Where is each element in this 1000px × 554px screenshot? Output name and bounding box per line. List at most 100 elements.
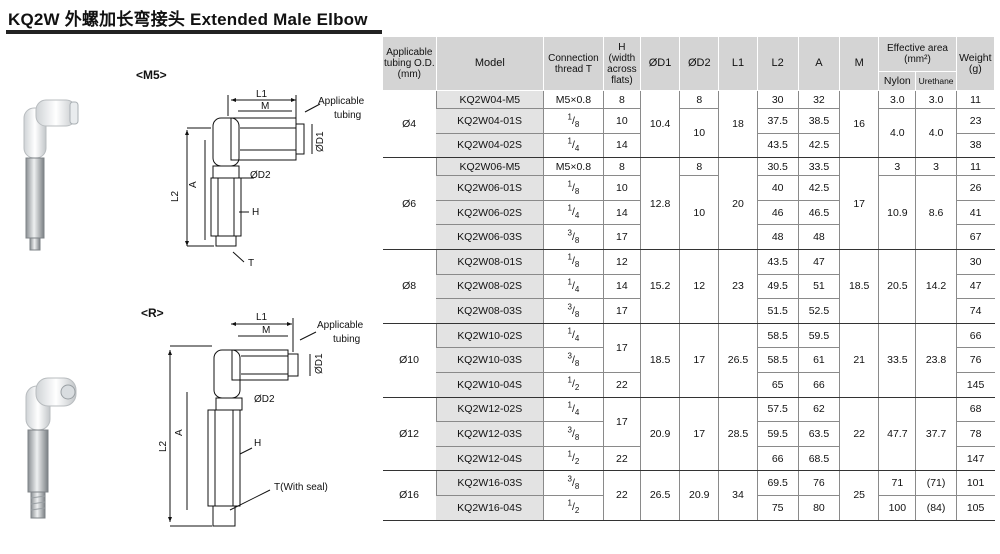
cell-a: 38.5 — [797, 108, 840, 134]
th-l1: L1 — [718, 36, 758, 91]
cell-d1: 10.4 — [639, 90, 680, 159]
cell-thread: 1/8 — [542, 175, 604, 201]
cell-thread: M5×0.8 — [542, 90, 604, 109]
cell-tubing-od: Ø6 — [382, 157, 437, 250]
cell-d2: 17 — [679, 397, 719, 472]
cell-l2: 65 — [756, 372, 799, 398]
cell-weight: 74 — [955, 298, 995, 324]
cell-h: 12 — [602, 249, 641, 275]
cell-m: 22 — [839, 397, 879, 472]
cell-l1: 23 — [718, 249, 758, 324]
cell-model: KQ2W04-01S — [436, 108, 544, 134]
cell-h: 22 — [602, 372, 641, 398]
cell-a: 42.5 — [797, 175, 840, 201]
cell-l2: 59.5 — [756, 421, 799, 447]
cell-model: KQ2W08-01S — [435, 249, 544, 275]
cell-l2: 46 — [756, 200, 799, 226]
cell-m: 16 — [839, 90, 879, 159]
r-dim-h: H — [254, 438, 261, 449]
cell-urethane: (84) — [915, 495, 957, 521]
cell-l2: 43.5 — [756, 133, 799, 159]
cell-nylon: 47.7 — [878, 397, 916, 472]
cell-weight: 68 — [955, 397, 995, 423]
th-d2: ØD2 — [679, 36, 720, 91]
r-dim-a: A — [174, 429, 185, 436]
cell-model: KQ2W08-03S — [436, 298, 544, 324]
cell-l1: 28.5 — [718, 397, 758, 472]
th-thread: Connection thread T — [542, 36, 604, 91]
m5-dim-a: A — [188, 181, 199, 188]
cell-l2: 43.5 — [756, 249, 799, 275]
cell-m: 21 — [839, 323, 879, 398]
cell-d1: 15.2 — [639, 249, 680, 324]
cell-model: KQ2W08-02S — [436, 274, 544, 300]
cell-model: KQ2W06-M5 — [435, 157, 544, 177]
r-dim-l2: L2 — [158, 440, 169, 452]
cell-h: 8 — [602, 90, 641, 109]
cell-d1: 18.5 — [639, 323, 680, 398]
r-dim-l1: L1 — [256, 312, 268, 323]
cell-nylon: 3 — [878, 157, 916, 177]
r-dim-t-seal: T(With seal) — [274, 482, 328, 493]
m5-dim-d2: ØD2 — [250, 170, 271, 181]
cell-l2: 58.5 — [756, 323, 799, 349]
cell-tubing-od: Ø4 — [382, 90, 437, 159]
cell-h: 10 — [602, 175, 641, 201]
cell-a: 47 — [797, 249, 840, 275]
cell-model: KQ2W12-04S — [436, 446, 544, 472]
cell-urethane: 37.7 — [915, 397, 957, 472]
cell-h: 10 — [602, 108, 641, 134]
cell-model: KQ2W06-03S — [436, 224, 544, 250]
cell-l1: 18 — [718, 90, 758, 159]
cell-nylon: 33.5 — [878, 323, 916, 398]
cell-m: 18.5 — [839, 249, 879, 324]
cell-tubing-od: Ø12 — [382, 397, 437, 472]
cell-m: 25 — [839, 470, 879, 521]
cell-d2: 10 — [679, 108, 719, 159]
cell-model: KQ2W10-02S — [435, 323, 544, 349]
cell-urethane: 3 — [915, 157, 957, 177]
cell-l2: 48 — [756, 224, 799, 250]
m5-label: <M5> — [136, 68, 167, 82]
cell-a: 66 — [797, 372, 840, 398]
cell-nylon: 71 — [878, 470, 916, 496]
cell-thread: 1/8 — [542, 108, 604, 134]
cell-weight: 101 — [955, 470, 995, 496]
m5-dim-t: T — [248, 258, 254, 269]
cell-l2: 30.5 — [756, 157, 799, 177]
cell-a: 33.5 — [797, 157, 840, 177]
cell-m: 17 — [839, 157, 879, 250]
th-m: M — [839, 36, 880, 91]
cell-l2: 69.5 — [756, 470, 799, 496]
cell-thread: 1/2 — [542, 495, 604, 521]
cell-urethane: 3.0 — [915, 90, 957, 109]
cell-thread: 3/8 — [542, 224, 604, 250]
cell-l2: 58.5 — [756, 347, 799, 373]
cell-weight: 78 — [955, 421, 995, 447]
cell-thread: M5×0.8 — [542, 157, 604, 177]
m5-dim-l2: L2 — [170, 190, 181, 202]
th-l2: L2 — [756, 36, 799, 91]
cell-l2: 57.5 — [756, 397, 799, 423]
cell-tubing-od: Ø8 — [382, 249, 437, 324]
cell-nylon: 20.5 — [878, 249, 916, 324]
cell-d2: 8 — [679, 90, 719, 109]
cell-l1: 26.5 — [718, 323, 758, 398]
cell-h: 17 — [602, 298, 641, 324]
cell-weight: 76 — [955, 347, 995, 373]
r-applicable-1: Applicable — [317, 320, 364, 331]
m5-applicable-1: Applicable — [318, 96, 365, 107]
m5-dim-l1: L1 — [256, 89, 268, 100]
th-nylon: Nylon — [878, 71, 917, 91]
cell-l2: 75 — [756, 495, 799, 521]
cell-model: KQ2W16-04S — [436, 495, 544, 521]
